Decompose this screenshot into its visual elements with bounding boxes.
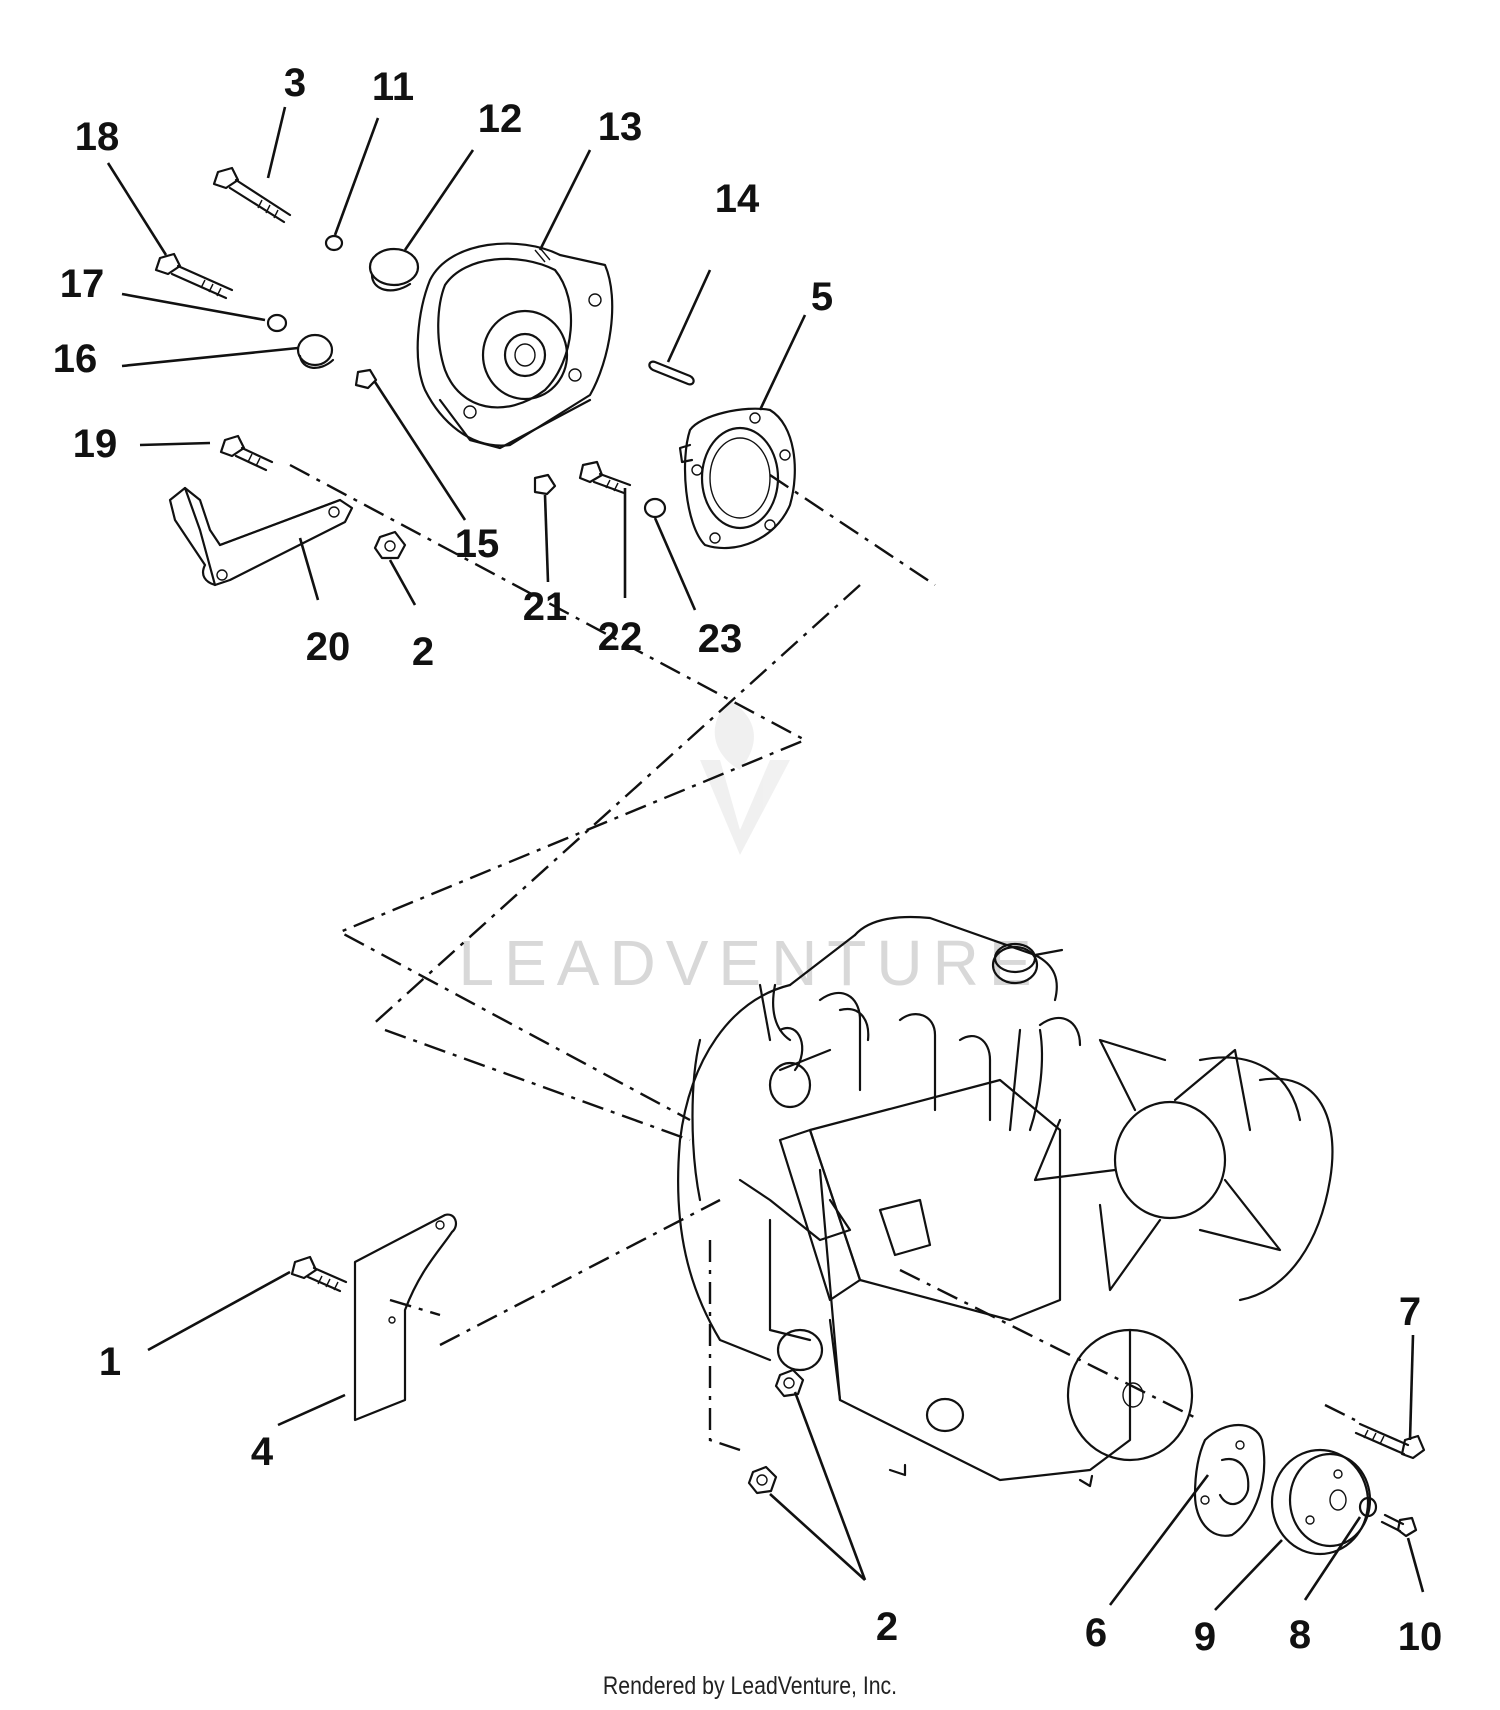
spacer-12 <box>368 247 420 292</box>
nut-21 <box>533 473 557 496</box>
callout-16: 16 <box>53 337 98 381</box>
leader-lines <box>106 106 1425 1611</box>
callout-18: 18 <box>75 115 120 159</box>
cooling-fan <box>1033 1038 1282 1292</box>
callout-15: 15 <box>455 522 500 566</box>
clutch-13 <box>416 242 614 450</box>
washer-23 <box>643 497 667 519</box>
callout-numbers: 3 11 12 13 18 14 17 5 16 19 15 21 22 23 … <box>53 61 1443 1659</box>
pulley-9 <box>1270 1448 1372 1556</box>
bracket-20 <box>168 486 354 587</box>
callout-6: 6 <box>1085 1611 1107 1655</box>
callout-23: 23 <box>698 617 743 661</box>
nut-2-top <box>373 530 407 560</box>
key-14 <box>648 360 695 386</box>
callout-2-bottom: 2 <box>876 1605 898 1649</box>
bolt-22 <box>578 460 632 495</box>
callout-21: 21 <box>523 585 568 629</box>
callout-12: 12 <box>478 97 523 141</box>
callout-19: 19 <box>73 422 118 466</box>
watermark-text: LEADVENTURE <box>459 927 1042 999</box>
assembly-center-lines <box>289 463 1356 1452</box>
callout-2-top: 2 <box>412 630 434 674</box>
nut-2-engine-lower <box>747 1465 778 1495</box>
washer-8 <box>1358 1496 1378 1518</box>
bolt-19 <box>219 434 274 472</box>
bolt-7 <box>1354 1422 1426 1460</box>
washer-11 <box>324 234 344 252</box>
callout-14: 14 <box>715 177 760 221</box>
callout-13: 13 <box>598 105 643 149</box>
watermark-logo <box>700 700 790 855</box>
callout-22: 22 <box>598 615 643 659</box>
nut-2-engine-upper <box>774 1368 805 1398</box>
callout-20: 20 <box>306 625 351 669</box>
spacer-16 <box>296 333 335 369</box>
engine-block <box>677 915 1334 1488</box>
callout-17: 17 <box>60 262 105 306</box>
callout-10: 10 <box>1398 1615 1443 1659</box>
footer-credit: Rendered by LeadVenture, Inc. <box>602 1672 898 1700</box>
washer-17 <box>266 313 288 333</box>
hub-6 <box>1193 1424 1266 1537</box>
bolt-1 <box>290 1255 348 1293</box>
callout-1: 1 <box>99 1340 121 1384</box>
bolt-18 <box>154 252 234 300</box>
callout-11: 11 <box>372 65 414 109</box>
callout-3: 3 <box>284 61 306 105</box>
bolt-3 <box>212 166 292 224</box>
plate-5 <box>678 407 796 550</box>
callout-5: 5 <box>811 275 833 319</box>
callout-4: 4 <box>251 1430 274 1474</box>
callout-7: 7 <box>1399 1290 1421 1334</box>
shield-4 <box>353 1213 458 1422</box>
callout-8: 8 <box>1289 1613 1311 1657</box>
bolt-10 <box>1380 1513 1418 1538</box>
callout-9: 9 <box>1194 1615 1216 1659</box>
nut-15 <box>354 368 378 390</box>
